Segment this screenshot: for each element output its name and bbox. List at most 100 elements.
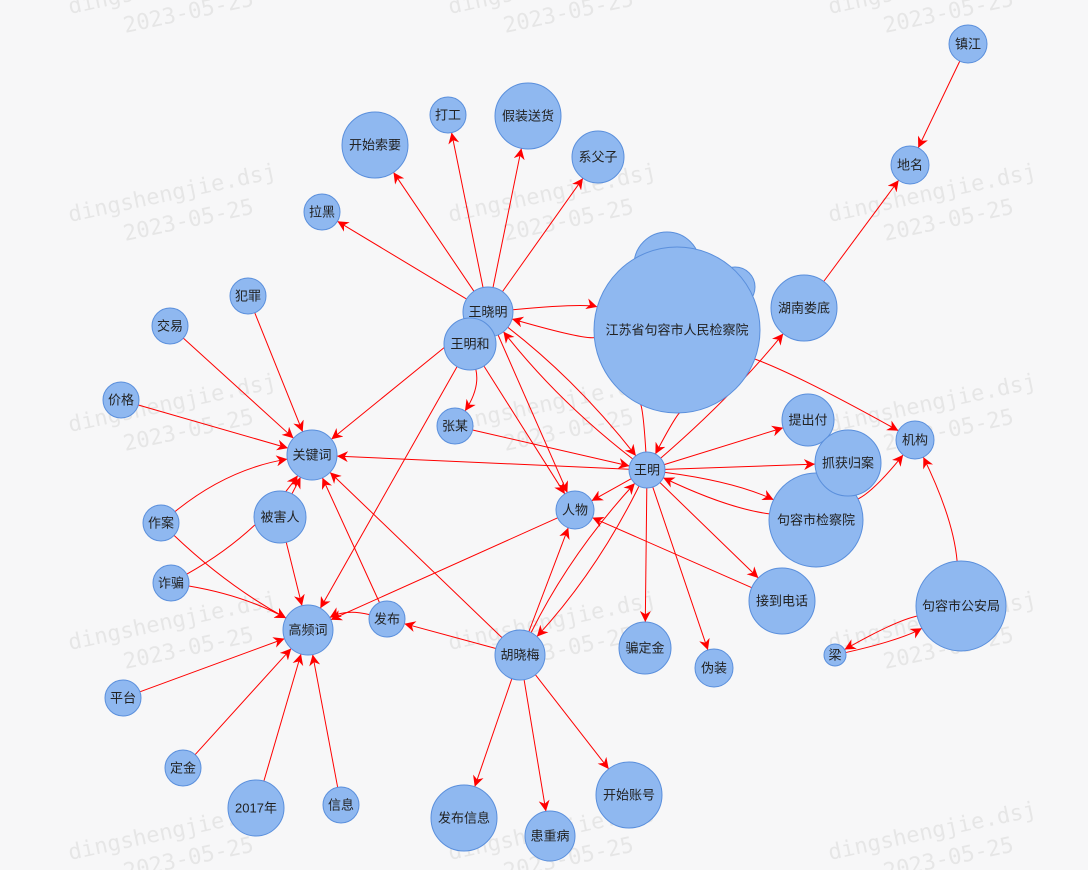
node-circle[interactable] [915,560,1007,652]
watermark-line2: 2023-05-25 [881,0,1016,39]
node-circle[interactable] [229,277,267,315]
node-zuoan[interactable]: 作案 [142,504,180,542]
node-circle[interactable] [494,82,562,150]
edge-wmh-to-zhangmou [464,369,478,412]
node-label: 句容市检察院 [777,513,855,528]
node-label: 人物 [562,503,588,518]
node-circle[interactable] [429,96,467,134]
node-circle[interactable] [341,111,409,179]
node-circle[interactable] [768,472,864,568]
node-label: 发布 [374,612,400,627]
node-circle[interactable] [104,679,142,717]
node-circle[interactable] [595,761,663,829]
node-label: 价格 [108,393,134,408]
edge-y2017-to-gpc [263,653,304,782]
node-wmh[interactable]: 王明和 [443,317,497,371]
edge-hxm-to-hzb [523,679,550,812]
node-pingtai[interactable]: 平台 [104,679,142,717]
node-circle[interactable] [142,504,180,542]
node-jrgaj[interactable]: 句容市公安局 [915,560,1007,652]
node-fanzui[interactable]: 犯罪 [229,277,267,315]
node-circle[interactable] [436,407,474,445]
node-label: 梁 [828,648,841,663]
node-circle[interactable] [282,604,334,656]
node-jddh[interactable]: 接到电话 [748,567,816,635]
node-circle[interactable] [253,490,307,544]
node-circle[interactable] [494,629,546,681]
node-circle[interactable] [368,600,406,638]
node-jzsh[interactable]: 假装送货 [494,82,562,150]
node-liang[interactable]: 梁 [823,643,847,667]
node-circle[interactable] [628,451,666,489]
node-zhenjiang[interactable]: 镇江 [948,24,988,64]
node-circle[interactable] [618,621,672,675]
node-dagong[interactable]: 打工 [429,96,467,134]
node-circle[interactable] [694,648,734,688]
node-circle[interactable] [303,193,341,231]
node-hzb[interactable]: 患重病 [524,810,576,862]
node-tcf[interactable]: 提出付 [781,393,835,447]
edge-hxm-to-fabu [404,621,496,649]
node-circle[interactable] [164,749,202,787]
node-kszh[interactable]: 开始账号 [595,761,663,829]
node-circle[interactable] [781,393,835,447]
node-circle[interactable] [227,779,285,837]
node-circle[interactable] [555,490,595,530]
node-label: 2017年 [235,801,277,816]
node-wz[interactable]: 伪装 [694,648,734,688]
node-jiangsu[interactable]: 江苏省句容市人民检察院 [593,246,761,414]
edge-jrgaj-to-liang [844,615,918,650]
node-circle[interactable] [152,564,190,602]
node-zhapian[interactable]: 诈骗 [152,564,190,602]
node-bhr[interactable]: 被害人 [253,490,307,544]
node-label: 定金 [170,761,196,776]
node-circle[interactable] [571,130,625,184]
node-kssy[interactable]: 开始索要 [341,111,409,179]
node-jigou[interactable]: 机构 [895,420,935,460]
node-zhangmou[interactable]: 张某 [436,407,474,445]
node-label: 患重病 [530,829,569,844]
node-fabu[interactable]: 发布 [368,600,406,638]
node-circle[interactable] [430,784,498,852]
node-gjc[interactable]: 关键词 [286,429,338,481]
node-circle[interactable] [948,24,988,64]
node-circle[interactable] [814,429,882,497]
node-xfz[interactable]: 系父子 [571,130,625,184]
node-circle[interactable] [823,643,847,667]
node-hxm[interactable]: 胡晓梅 [494,629,546,681]
node-circle[interactable] [322,786,360,824]
node-hnld[interactable]: 湖南娄底 [770,274,838,342]
edge-wm-to-wxm [503,331,634,460]
node-jiaoyi[interactable]: 交易 [151,307,189,345]
node-circle[interactable] [151,307,189,345]
node-circle[interactable] [524,810,576,862]
node-lahei[interactable]: 拉黑 [303,193,341,231]
edge-zhenjiang-to-diming [917,60,961,149]
node-renwu[interactable]: 人物 [555,490,595,530]
node-jiage[interactable]: 价格 [102,381,140,419]
watermark-line2: 2023-05-25 [501,0,636,39]
node-y2017[interactable]: 2017年 [227,779,285,837]
node-circle[interactable] [443,317,497,371]
node-circle[interactable] [770,274,838,342]
node-label: 关键词 [292,448,331,463]
edge-wxm-to-kssy [393,172,475,292]
node-circle[interactable] [102,381,140,419]
node-xinxi[interactable]: 信息 [322,786,360,824]
node-diming[interactable]: 地名 [890,145,930,185]
node-circle[interactable] [286,429,338,481]
node-circle[interactable] [748,567,816,635]
node-wm[interactable]: 王明 [628,451,666,489]
node-circle[interactable] [895,420,935,460]
node-label: 地名 [897,158,923,173]
node-circle[interactable] [890,145,930,185]
node-dingjin[interactable]: 定金 [164,749,202,787]
node-fbxx[interactable]: 发布信息 [430,784,498,852]
node-zhgw[interactable]: 抓获归案 [814,429,882,497]
node-circle[interactable] [593,246,761,414]
node-gpc[interactable]: 高频词 [282,604,334,656]
node-pdj[interactable]: 骗定金 [618,621,672,675]
node-jrjcy[interactable]: 句容市检察院 [768,472,864,568]
